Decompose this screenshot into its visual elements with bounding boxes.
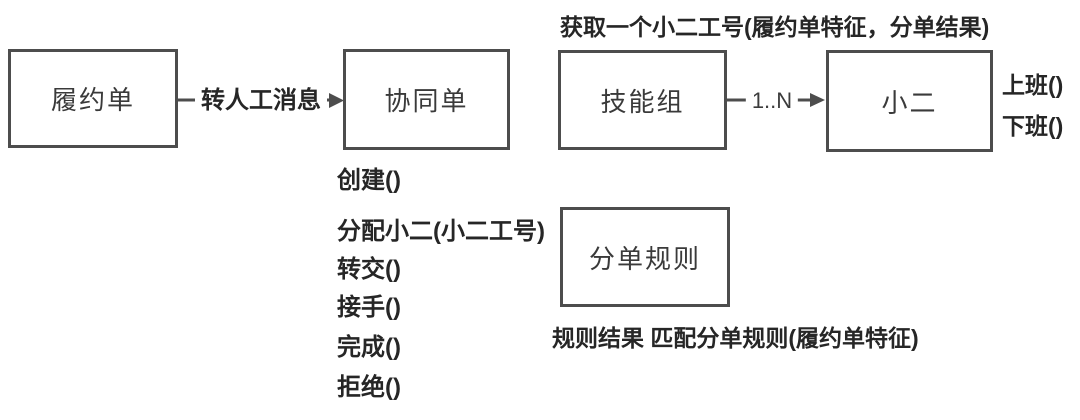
method-transfer: 转交() xyxy=(337,256,401,283)
class-box-dispatch-rule: 分单规则 xyxy=(560,207,730,307)
agent-label: 小二 xyxy=(881,87,938,118)
edge-label-multiplicity: 1..N xyxy=(745,87,799,115)
class-box-agent: 小二 xyxy=(826,50,993,152)
method-clock-in: 上班() xyxy=(1002,72,1064,98)
method-complete: 完成() xyxy=(337,334,401,361)
method-reject: 拒绝() xyxy=(337,374,401,401)
fulfillment-order-label: 履约单 xyxy=(50,85,135,115)
edge-label-to-human-message: 转人工消息 xyxy=(195,87,327,115)
class-box-fulfillment-order: 履约单 xyxy=(8,49,178,148)
annotation-rule-result-match: 规则结果 匹配分单规则(履约单特征) xyxy=(552,325,919,351)
dispatch-rule-label: 分单规则 xyxy=(588,243,701,274)
annotation-get-agent-id: 获取一个小二工号(履约单特征，分单结果) xyxy=(560,14,990,40)
collab-order-label: 协同单 xyxy=(384,86,469,116)
method-take-over: 接手() xyxy=(337,294,401,321)
method-create: 创建() xyxy=(337,167,401,194)
class-box-skill-group: 技能组 xyxy=(558,50,727,150)
method-clock-out: 下班() xyxy=(1002,113,1064,139)
method-assign-agent: 分配小二(小二工号) xyxy=(337,218,545,245)
skill-group-label: 技能组 xyxy=(600,86,685,117)
class-box-collab-order: 协同单 xyxy=(343,49,510,150)
